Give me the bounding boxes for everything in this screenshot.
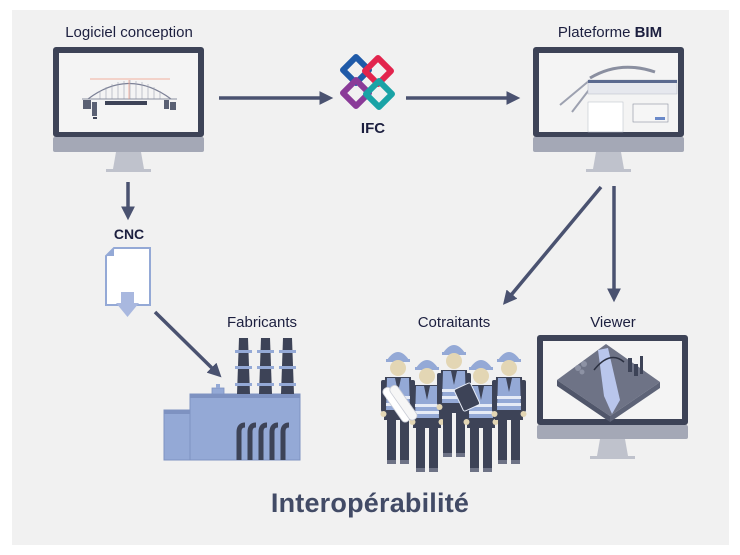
workers-group-icon — [380, 345, 527, 472]
monitor-3d-terrain-icon — [537, 335, 688, 459]
diagram-title: Interopérabilité — [270, 488, 470, 518]
factory-icon — [163, 338, 301, 461]
monitor-bridge-icon — [53, 47, 204, 172]
label-manufacturers: Fabricants — [226, 314, 298, 331]
ifc-logo-icon — [340, 54, 395, 110]
rolled-plans-icon — [382, 384, 418, 423]
clipboard-icon — [453, 382, 481, 412]
label-design-software: Logiciel conception — [65, 24, 193, 41]
label-ifc: IFC — [360, 120, 386, 137]
label-bim-platform-prefix: Plateforme — [557, 24, 635, 41]
arrow-bim-to-co-contractors — [502, 185, 603, 305]
label-bim-platform-bold: BIM — [634, 24, 663, 41]
label-cnc: CNC — [113, 226, 145, 242]
label-viewer: Viewer — [590, 314, 636, 331]
monitor-bim-software-icon — [533, 47, 684, 172]
arrow-cnc-to-manufacturers — [153, 310, 222, 378]
label-co-contractors: Cotraitants — [417, 314, 491, 331]
label-bim-platform: Plateforme BIM — [558, 24, 662, 41]
file-download-icon — [105, 247, 151, 317]
worker-figure — [491, 352, 527, 464]
arrows — [121, 91, 621, 378]
